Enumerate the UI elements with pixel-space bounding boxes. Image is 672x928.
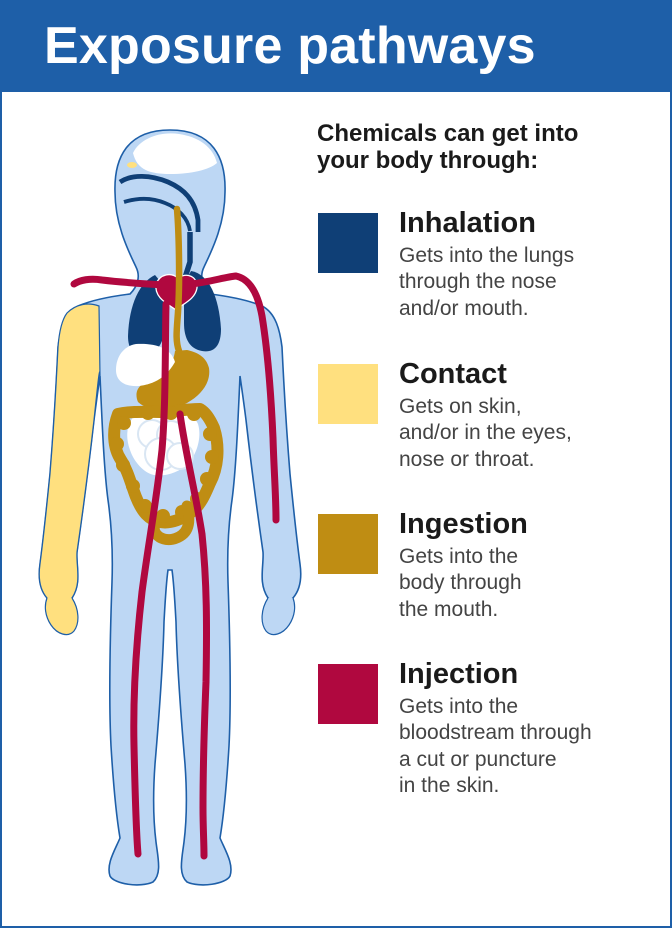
injection-swatch [318, 664, 378, 724]
legend-description-injection: Gets into the bloodstream through a cut … [399, 694, 639, 800]
intestine-fold [200, 472, 214, 486]
description-line: nose or throat. [399, 447, 639, 473]
human-body-svg [20, 114, 320, 904]
legend-title-injection: Injection [399, 660, 518, 689]
contact-shoulder-arm [39, 304, 100, 603]
description-line: Gets into the [399, 694, 639, 720]
human-body-illustration [20, 114, 320, 904]
intestine-fold [156, 509, 170, 523]
description-line: in the skin. [399, 773, 639, 799]
description-line: bloodstream through [399, 720, 639, 746]
page-title: Exposure pathways [44, 20, 536, 72]
title-bar: Exposure pathways [2, 2, 670, 92]
legend-description-ingestion: Gets into the body through the mouth. [399, 544, 639, 623]
right-hand [262, 598, 295, 635]
inhalation-swatch [318, 213, 378, 273]
intestine-fold [138, 499, 152, 513]
legend-title-inhalation: Inhalation [399, 209, 536, 238]
intestine-fold [117, 416, 131, 430]
legend-item-injection: Injection Gets into the bloodstream thro… [318, 664, 648, 809]
description-line: through the nose [399, 269, 639, 295]
description-line: and/or mouth. [399, 296, 639, 322]
description-line: the mouth. [399, 597, 639, 623]
description-line: Gets into the lungs [399, 243, 639, 269]
intestine-fold [126, 479, 140, 493]
legend-item-contact: Contact Gets on skin, and/or in the eyes… [318, 364, 648, 509]
description-line: Gets into the [399, 544, 639, 570]
ingestion-swatch [318, 514, 378, 574]
contact-swatch [318, 364, 378, 424]
description-line: a cut or puncture [399, 747, 639, 773]
esophagus [177, 209, 179, 351]
intestine-fold [141, 406, 155, 420]
intestine-fold [203, 427, 217, 441]
eye [127, 162, 137, 168]
intro-line: your body through: [317, 148, 647, 175]
left-hand [45, 598, 78, 635]
legend-title-contact: Contact [399, 360, 507, 389]
intro-line: Chemicals can get into [317, 121, 647, 148]
description-line: and/or in the eyes, [399, 420, 639, 446]
legend-item-ingestion: Ingestion Gets into the body through the… [318, 514, 648, 659]
intestine-fold [110, 437, 124, 451]
description-line: Gets on skin, [399, 394, 639, 420]
intestine-fold [116, 458, 130, 472]
description-line: body through [399, 570, 639, 596]
intestine-fold [205, 450, 219, 464]
legend-item-inhalation: Inhalation Gets into the lungs through t… [318, 213, 648, 358]
legend-description-contact: Gets on skin, and/or in the eyes, nose o… [399, 394, 639, 473]
intestine-fold [187, 407, 201, 421]
legend-title-ingestion: Ingestion [399, 510, 528, 539]
legend-description-inhalation: Gets into the lungs through the nose and… [399, 243, 639, 322]
intro-text: Chemicals can get into your body through… [317, 121, 647, 175]
